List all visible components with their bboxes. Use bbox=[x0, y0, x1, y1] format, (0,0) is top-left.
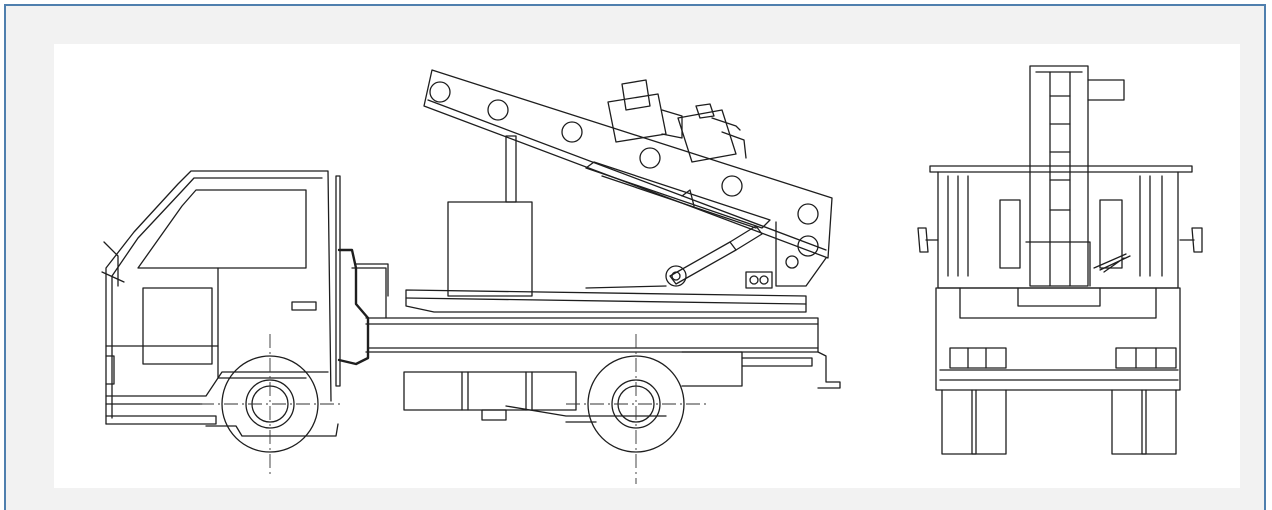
rear-body bbox=[917, 165, 1203, 391]
drill-head bbox=[607, 79, 747, 163]
front-wheel bbox=[200, 334, 340, 474]
drill-mast bbox=[423, 69, 833, 287]
hydraulic-cylinder bbox=[585, 161, 773, 289]
truck-cab bbox=[101, 170, 341, 425]
side-view bbox=[101, 69, 841, 484]
drawing-sheet bbox=[54, 44, 1240, 488]
rear-view bbox=[917, 65, 1203, 455]
rear-mast bbox=[1025, 65, 1131, 287]
drill-rig-truck-icon bbox=[101, 65, 1203, 484]
figure-frame bbox=[4, 4, 1266, 510]
rear-wheel bbox=[566, 334, 706, 484]
rear-tires bbox=[941, 389, 1177, 455]
rear-lights bbox=[949, 347, 1177, 369]
equipment-box bbox=[355, 135, 533, 297]
truck-chassis bbox=[205, 248, 841, 437]
